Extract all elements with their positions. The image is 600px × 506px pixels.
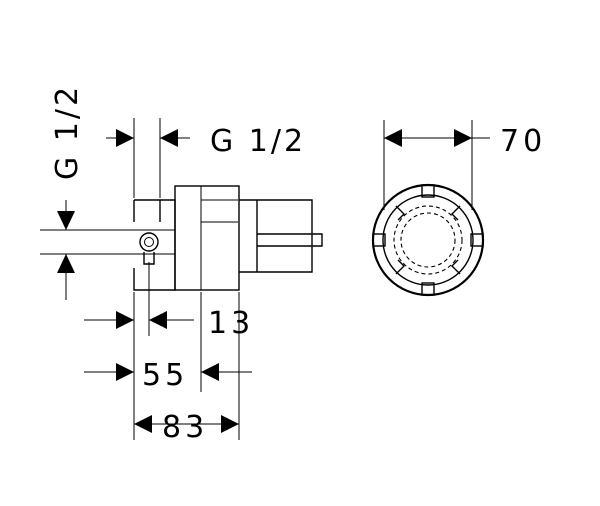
dim-g12-vertical: G 1/2 <box>50 84 85 300</box>
front-inner-dashed <box>393 205 463 275</box>
cartridge <box>239 199 323 273</box>
front-inner-dashed-2 <box>400 212 456 268</box>
front-ring <box>382 194 474 286</box>
front-outer-circle <box>371 183 485 297</box>
main-body-inner <box>200 186 238 290</box>
arrow-left <box>160 129 178 147</box>
port-circle-outer <box>139 232 159 252</box>
outlet-stub <box>133 200 161 291</box>
side-view <box>40 185 323 291</box>
dim-13: 13 <box>84 262 254 440</box>
label-70: 70 <box>500 124 546 159</box>
main-body <box>174 185 240 291</box>
lug-right <box>470 233 484 247</box>
dim-55: 55 <box>84 292 252 393</box>
clip-tr <box>451 205 461 221</box>
dim-83: 83 <box>134 292 240 445</box>
lug-left <box>372 233 386 247</box>
clip-br <box>451 259 461 275</box>
lug-top <box>421 184 435 198</box>
clip-tl <box>395 205 405 221</box>
dim-70: 70 <box>383 120 546 210</box>
label-55: 55 <box>142 358 188 393</box>
label-13: 13 <box>208 306 254 341</box>
label-g12-horizontal: G 1/2 <box>210 124 306 159</box>
label-g12-vertical: G 1/2 <box>50 84 85 180</box>
front-view <box>371 183 485 297</box>
arrow-right <box>116 129 134 147</box>
arrow-up <box>57 254 75 273</box>
lug-bottom <box>421 282 435 296</box>
port-circle-inner <box>144 237 154 247</box>
label-83: 83 <box>162 410 208 445</box>
clip-bl <box>395 259 405 275</box>
arrow-down <box>57 211 75 230</box>
dim-g12-horizontal: G 1/2 <box>106 118 306 198</box>
